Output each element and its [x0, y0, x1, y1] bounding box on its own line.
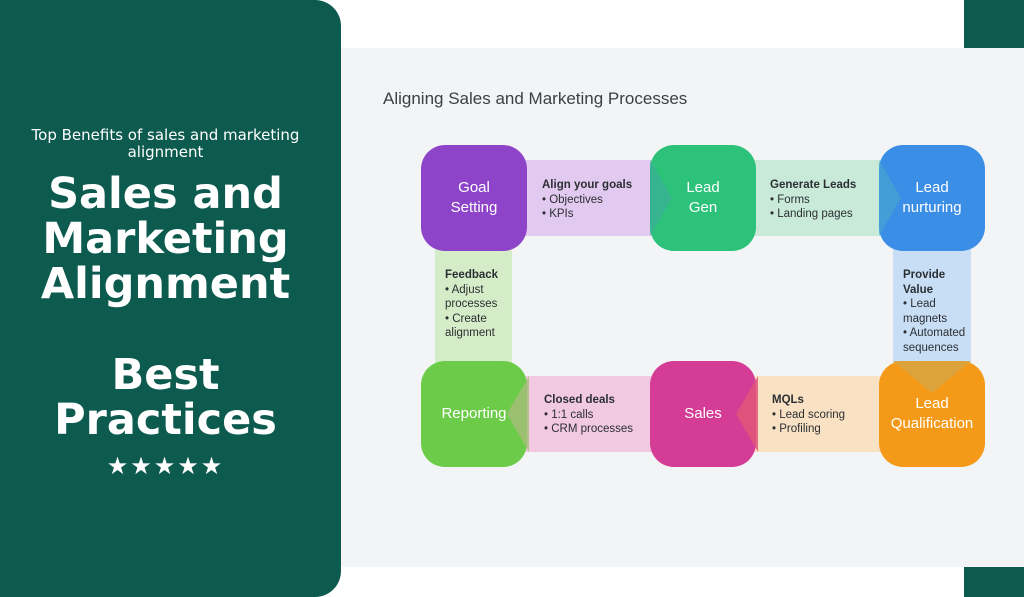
connector-item: • Objectives — [542, 193, 603, 206]
node-label: Lead Gen — [686, 179, 720, 216]
connector-item: • CRM processes — [544, 423, 634, 435]
connector-item: • Create alignment — [445, 312, 495, 340]
connector-feedback: Feedback • Adjust processes • Create ali… — [435, 246, 512, 370]
panel-subtitle: Top Benefits of sales and marketing alig… — [31, 126, 300, 161]
node-label: Reporting — [441, 405, 507, 422]
connector-item: • Automated sequences — [903, 327, 966, 354]
connector-item: • Lead scoring — [772, 408, 846, 421]
arrow-to-lead-qualification-icon — [893, 361, 971, 393]
arrow-to-sales-icon — [736, 376, 758, 452]
connector-heading: Feedback — [445, 269, 499, 281]
connector-mqls: MQLs • Lead scoring • Profiling — [750, 376, 888, 452]
connector-item: • Lead magnets — [903, 298, 948, 325]
node-label: Lead nurturing — [902, 179, 962, 216]
panel-title-best-practices: Best Practices — [54, 350, 277, 445]
connector-item: • 1:1 calls — [544, 408, 594, 421]
connector-generate-leads: Generate Leads • Forms • Landing pages — [750, 160, 888, 236]
connector-item: • Profiling — [772, 423, 821, 435]
connector-heading: Align your goals — [542, 179, 633, 191]
arrow-to-lead-nurturing-icon — [879, 160, 901, 236]
connector-item: • Landing pages — [770, 208, 853, 220]
star-rating: ★★★★★ — [106, 452, 225, 480]
panel-title: Sales and Marketing Alignment — [40, 169, 291, 309]
node-sales: Sales — [650, 361, 756, 467]
arrow-to-lead-gen-icon — [650, 160, 672, 236]
connector-item: • Forms — [770, 193, 810, 206]
node-label: Goal Setting — [450, 179, 498, 216]
connector-item: • KPIs — [542, 208, 574, 220]
diagram-title: Aligning Sales and Marketing Processes — [383, 89, 688, 108]
connector-heading: Provide Value — [903, 269, 946, 296]
connector-heading: MQLs — [772, 394, 804, 406]
connector-align-goals: Align your goals • Objectives • KPIs — [520, 160, 658, 236]
connector-heading: Closed deals — [544, 394, 615, 406]
arrow-to-reporting-icon — [507, 376, 529, 452]
node-label: Sales — [684, 405, 722, 422]
connector-heading: Generate Leads — [770, 179, 857, 191]
node-label: Lead Qualification — [890, 395, 974, 432]
node-lead-qualification: Lead Qualification — [879, 361, 985, 467]
left-panel — [0, 0, 341, 597]
connector-closed-deals: Closed deals • 1:1 calls • CRM processes — [520, 376, 658, 452]
node-goal-setting: Goal Setting — [421, 145, 527, 251]
connector-provide-value: Provide Value • Lead magnets • Automated… — [893, 246, 971, 370]
connector-item: • Adjust processes — [445, 283, 498, 311]
